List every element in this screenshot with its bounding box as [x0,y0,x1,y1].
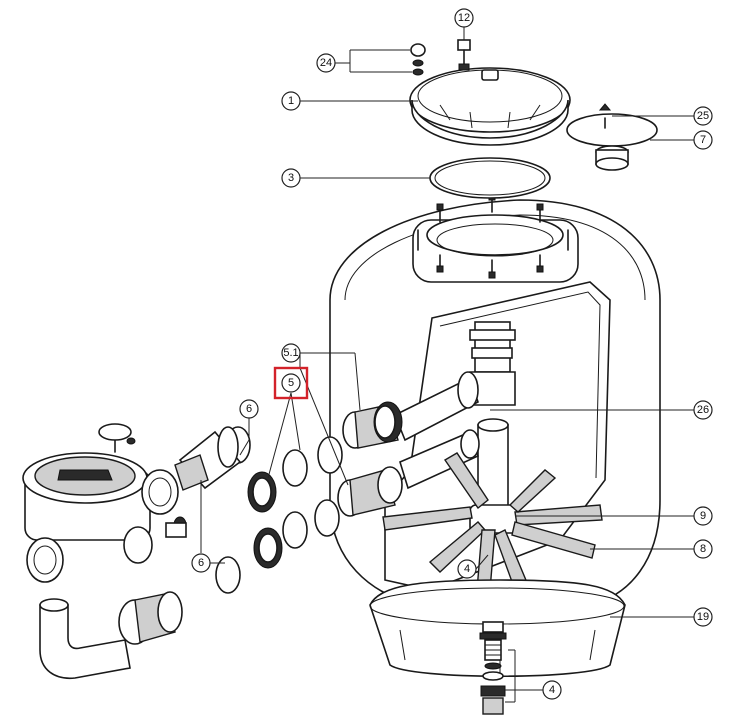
svg-text:6: 6 [198,557,204,569]
drain-assembly [479,621,507,715]
svg-text:19: 19 [697,611,709,623]
callout-24: 24 [316,49,412,73]
svg-text:5: 5 [288,377,294,389]
filter-tank [329,193,661,606]
callout-19: 19 [610,607,713,627]
laterals [382,452,603,591]
tank-unions [337,401,403,517]
callout-1: 1 [281,91,418,111]
filter-lid [409,67,571,146]
svg-text:24: 24 [320,57,332,69]
callout-26: 26 [490,400,713,420]
highlight-box [273,366,309,400]
svg-text:26: 26 [697,404,709,416]
svg-text:4: 4 [464,563,470,575]
callout-6-upper: 6 [239,399,259,456]
svg-text:12: 12 [458,12,470,24]
callout-8: 8 [590,539,713,559]
callout-4-drain: 4 [505,649,562,703]
callout-4-inner: 4 [457,554,489,579]
lid-o-ring [429,157,551,199]
callout-5-1: 5.1 [281,343,361,486]
callout-6-lower: 6 [191,480,225,573]
hose-connector [165,426,242,538]
svg-text:25: 25 [697,110,709,122]
svg-text:5.1: 5.1 [283,347,298,359]
waste-elbow [39,591,183,679]
multiport-valve [22,423,179,583]
callout-5: 5 [267,366,309,479]
callout-7: 7 [650,130,713,150]
callout-25: 25 [612,106,713,126]
svg-text:7: 7 [700,134,706,146]
svg-text:3: 3 [288,172,294,184]
svg-text:4: 4 [549,684,555,696]
callout-9: 9 [515,506,713,526]
air-bleed-screw [457,39,471,71]
callout-3: 3 [281,168,430,188]
svg-text:1: 1 [288,95,294,107]
gauge-cap [410,43,426,76]
svg-text:8: 8 [700,543,706,555]
svg-text:9: 9 [700,510,706,522]
svg-text:6: 6 [246,403,252,415]
union-nuts [247,471,283,569]
callout-12: 12 [454,8,474,40]
diffuser [566,103,658,171]
